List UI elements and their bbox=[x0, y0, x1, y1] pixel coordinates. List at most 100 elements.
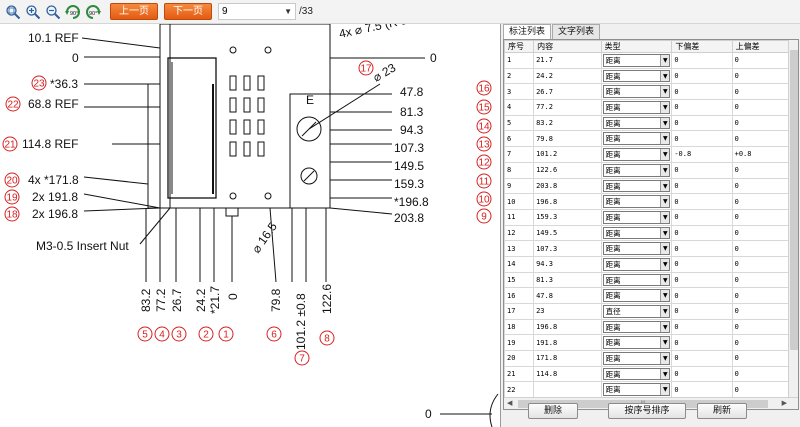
cell-lower-tolerance[interactable]: 0 bbox=[671, 224, 733, 242]
cell-lower-tolerance[interactable]: 0 bbox=[671, 99, 733, 116]
cell-content[interactable]: 81.3 bbox=[533, 271, 602, 289]
chevron-down-icon[interactable]: ▼ bbox=[660, 211, 670, 223]
col-header-content[interactable]: 内容 bbox=[533, 40, 602, 53]
chevron-down-icon[interactable]: ▼ bbox=[660, 180, 670, 192]
chevron-down-icon[interactable]: ▼ bbox=[660, 258, 670, 270]
vertical-scroll-thumb[interactable] bbox=[790, 50, 798, 350]
balloon-15[interactable]: 15 bbox=[476, 99, 492, 115]
type-select[interactable]: 距离▼ bbox=[602, 163, 671, 177]
cell-no[interactable]: 13 bbox=[504, 240, 535, 257]
col-header-lower[interactable]: 下偏差 bbox=[671, 40, 733, 53]
cell-no[interactable]: 3 bbox=[504, 83, 535, 101]
type-select[interactable]: 距离▼ bbox=[602, 210, 671, 224]
cell-type[interactable]: 距离▼ bbox=[600, 161, 673, 179]
cell-lower-tolerance[interactable]: 0 bbox=[671, 67, 733, 85]
chevron-down-icon[interactable]: ▼ bbox=[660, 70, 670, 82]
balloon-10[interactable]: 10 bbox=[476, 191, 492, 207]
chevron-down-icon[interactable]: ▼ bbox=[660, 196, 670, 207]
balloon-18[interactable]: 18 bbox=[4, 206, 20, 222]
cell-content[interactable]: 107.3 bbox=[533, 240, 602, 257]
balloon-5[interactable]: 5 bbox=[137, 326, 153, 342]
chevron-down-icon[interactable]: ▼ bbox=[660, 164, 670, 176]
cell-content[interactable] bbox=[533, 381, 602, 399]
chevron-down-icon[interactable]: ▼ bbox=[660, 55, 670, 66]
cell-no[interactable]: 1 bbox=[504, 52, 535, 69]
cell-content[interactable]: 171.8 bbox=[533, 350, 602, 367]
balloon-13[interactable]: 13 bbox=[476, 136, 492, 152]
cell-no[interactable]: 21 bbox=[504, 365, 535, 383]
cell-type[interactable]: 距离▼ bbox=[600, 146, 673, 163]
cell-content[interactable]: 114.8 bbox=[533, 365, 602, 383]
tab-annotation-list[interactable]: 标注列表 bbox=[503, 24, 552, 39]
balloon-20[interactable]: 20 bbox=[4, 172, 20, 188]
type-select[interactable]: 距离▼ bbox=[602, 242, 671, 255]
cell-content[interactable]: 159.3 bbox=[533, 208, 602, 226]
cell-lower-tolerance[interactable]: 0 bbox=[671, 318, 733, 336]
cell-no[interactable]: 8 bbox=[504, 161, 535, 179]
cell-content[interactable]: 122.6 bbox=[533, 161, 602, 179]
cell-lower-tolerance[interactable]: 0 bbox=[671, 365, 733, 383]
cell-no[interactable]: 14 bbox=[504, 255, 535, 273]
chevron-down-icon[interactable]: ▼ bbox=[660, 368, 670, 380]
type-select[interactable]: 距离▼ bbox=[602, 85, 671, 99]
cell-content[interactable]: 47.8 bbox=[533, 287, 602, 304]
cell-upper-tolerance[interactable]: 0 bbox=[731, 99, 795, 116]
type-select[interactable]: 距离▼ bbox=[602, 257, 671, 271]
scroll-right-icon[interactable]: ▶ bbox=[781, 400, 787, 407]
chevron-down-icon[interactable]: ▼ bbox=[660, 321, 670, 333]
type-select[interactable]: 距离▼ bbox=[602, 336, 671, 350]
zoom-in-icon[interactable] bbox=[24, 3, 42, 21]
balloon-23[interactable]: 23 bbox=[31, 75, 47, 91]
balloon-19[interactable]: 19 bbox=[4, 189, 20, 205]
cell-upper-tolerance[interactable]: 0 bbox=[731, 52, 795, 69]
balloon-12[interactable]: 12 bbox=[476, 154, 492, 170]
balloon-6[interactable]: 6 bbox=[266, 326, 282, 342]
cell-lower-tolerance[interactable]: 0 bbox=[671, 177, 733, 195]
cell-type[interactable]: 距离▼ bbox=[600, 177, 673, 195]
cell-upper-tolerance[interactable]: 0 bbox=[731, 130, 795, 148]
delete-button[interactable]: 删除 bbox=[528, 403, 578, 419]
cell-no[interactable]: 12 bbox=[504, 224, 535, 242]
type-select[interactable]: 距离▼ bbox=[602, 226, 671, 240]
type-select[interactable]: 距离▼ bbox=[602, 54, 671, 67]
cell-lower-tolerance[interactable]: 0 bbox=[671, 240, 733, 257]
cell-upper-tolerance[interactable]: 0 bbox=[731, 177, 795, 195]
cell-upper-tolerance[interactable]: 0 bbox=[731, 161, 795, 179]
cell-upper-tolerance[interactable]: 0 bbox=[731, 334, 795, 352]
cell-upper-tolerance[interactable]: 0 bbox=[731, 365, 795, 383]
balloon-16[interactable]: 16 bbox=[476, 80, 492, 96]
cell-no[interactable]: 5 bbox=[504, 114, 535, 132]
type-select[interactable]: 距离▼ bbox=[602, 69, 671, 83]
balloon-11[interactable]: 11 bbox=[476, 173, 492, 189]
cell-no[interactable]: 19 bbox=[504, 334, 535, 352]
cell-content[interactable]: 79.8 bbox=[533, 130, 602, 148]
cell-type[interactable]: 距离▼ bbox=[600, 287, 673, 304]
cell-type[interactable]: 距离▼ bbox=[600, 208, 673, 226]
vertical-scrollbar[interactable] bbox=[788, 40, 798, 397]
cell-no[interactable]: 15 bbox=[504, 271, 535, 289]
cell-lower-tolerance[interactable]: 0 bbox=[671, 350, 733, 367]
cell-content[interactable]: 77.2 bbox=[533, 99, 602, 116]
cell-type[interactable]: 距离▼ bbox=[600, 255, 673, 273]
cell-lower-tolerance[interactable]: 0 bbox=[671, 255, 733, 273]
cell-upper-tolerance[interactable]: 0 bbox=[731, 193, 795, 210]
cell-type[interactable]: 距离▼ bbox=[600, 271, 673, 289]
cell-type[interactable]: 距离▼ bbox=[600, 240, 673, 257]
cell-no[interactable]: 17 bbox=[504, 303, 535, 320]
cell-upper-tolerance[interactable]: 0 bbox=[731, 83, 795, 101]
type-select[interactable]: 距离▼ bbox=[602, 383, 671, 397]
tab-text-list[interactable]: 文字列表 bbox=[552, 24, 601, 39]
cell-content[interactable]: 149.5 bbox=[533, 224, 602, 242]
type-select[interactable]: 直径▼ bbox=[602, 305, 671, 318]
balloon-4[interactable]: 4 bbox=[154, 326, 170, 342]
